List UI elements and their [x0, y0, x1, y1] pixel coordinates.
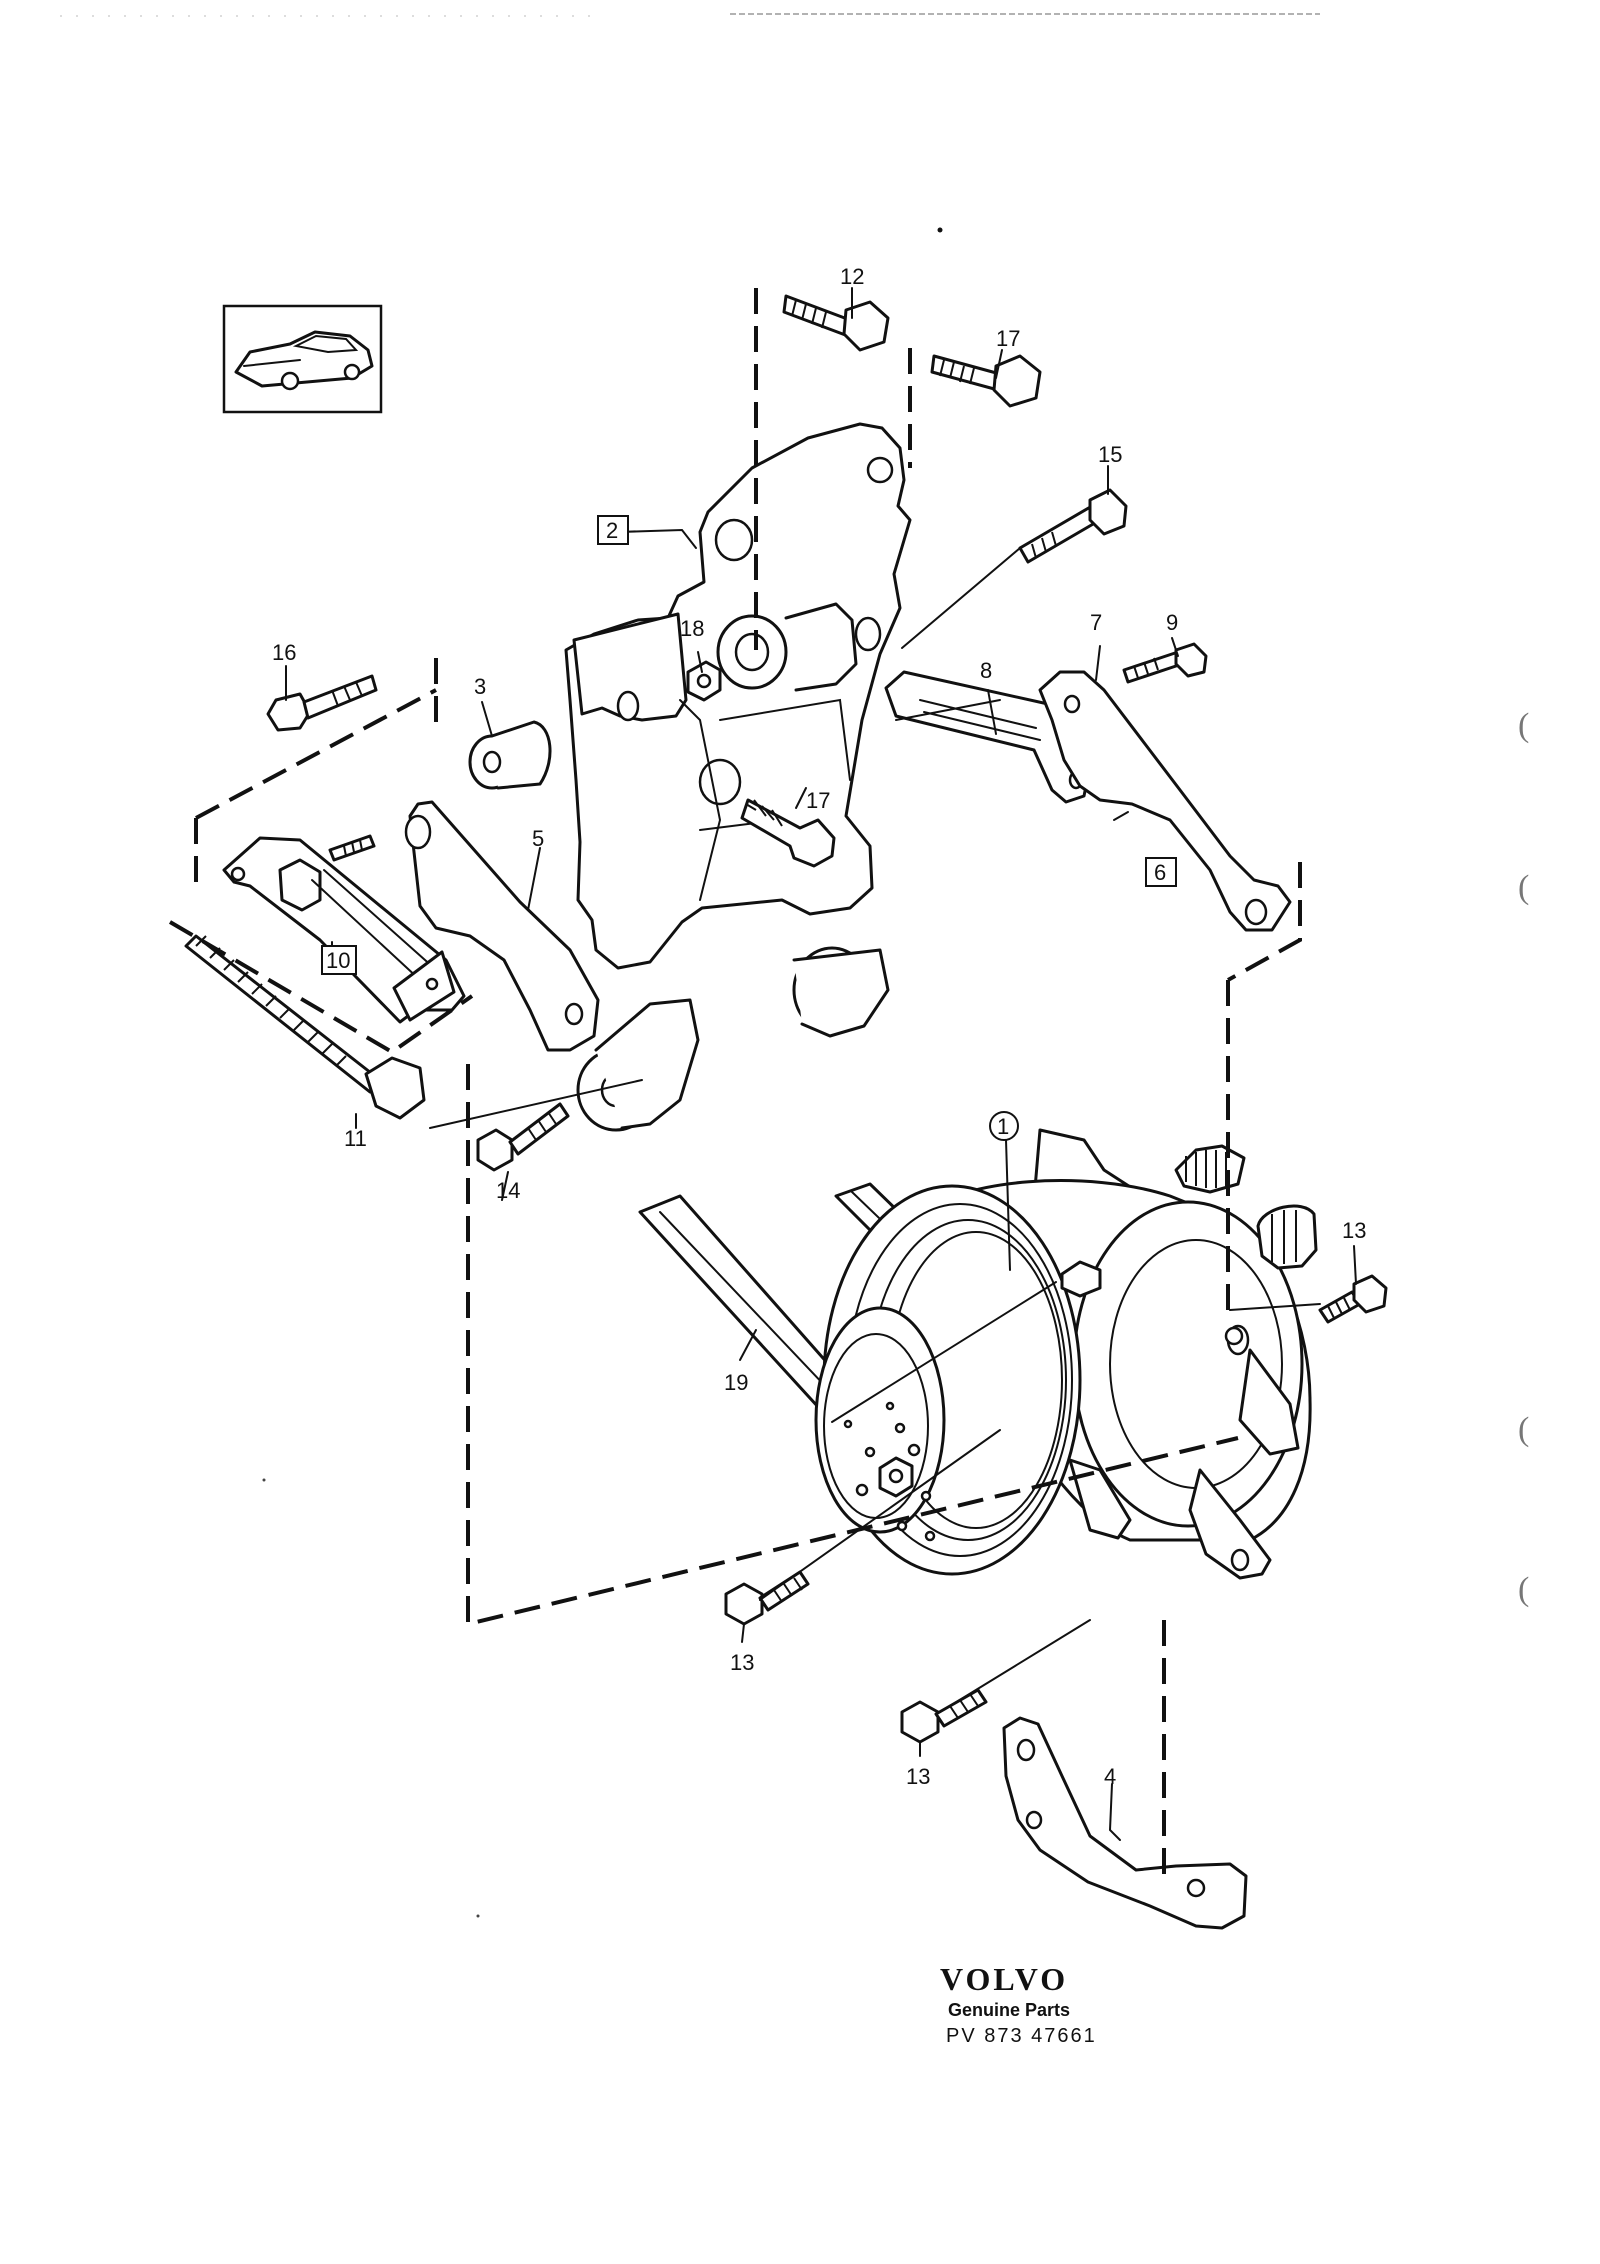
callout-8: 8: [980, 658, 992, 683]
margin-marks: ( ( ( (: [262, 707, 1529, 1918]
bolt-part-17-upper: [930, 354, 1042, 408]
callout-19: 19: [724, 1370, 748, 1395]
callout-18: 18: [680, 616, 704, 641]
brand-logo: VOLVO: [940, 1961, 1068, 1997]
callout-13-lower: 13: [906, 1764, 930, 1789]
bracket-part-7: [1038, 670, 1292, 932]
callout-13-right: 13: [1342, 1218, 1366, 1243]
footer-subtitle: Genuine Parts: [948, 2000, 1070, 2020]
callout-6-box: [1145, 857, 1177, 887]
callout-14: 14: [496, 1178, 520, 1203]
callout-10-box: [321, 945, 357, 975]
bolt-part-16: [266, 674, 378, 732]
callout-3: 3: [474, 674, 486, 699]
margin-paren-4: (: [1518, 1571, 1529, 1608]
car-thumbnail-icon: [222, 304, 383, 414]
bolt-part-13-front: [724, 1570, 810, 1626]
callout-16: 16: [272, 640, 296, 665]
callout-2-box: [597, 515, 629, 545]
callout-7: 7: [1090, 610, 1102, 635]
bolt-part-11: [184, 934, 426, 1120]
callout-6: 6: [1154, 860, 1166, 885]
bolt-part-12: [782, 294, 890, 352]
margin-paren-2: (: [1518, 869, 1529, 906]
bolt-part-14: [476, 1102, 570, 1172]
callout-17-lower: 17: [806, 788, 830, 813]
footer-block: VOLVO Genuine Parts PV 873 47661: [940, 1961, 1097, 2047]
adjusting-bracket-part-10: [222, 834, 466, 1024]
link-part-5: [404, 800, 600, 1052]
callout-15: 15: [1098, 442, 1122, 467]
margin-paren-1: (: [1518, 707, 1529, 744]
assembly-guide-lines: [168, 288, 1321, 1886]
part-number: PV 873 47661: [946, 2025, 1097, 2047]
bolt-part-13-lower: [900, 1688, 988, 1744]
callout-13-front: 13: [730, 1650, 754, 1675]
ac-compressor-part-1: [814, 1128, 1318, 1580]
bolt-part-17-lower: [740, 798, 836, 868]
bolt-part-9: [1122, 642, 1208, 684]
adjusting-plate-part-8: [884, 670, 1090, 804]
callout-labels: 12 17 15 2 18 16 3 5 10 11 14 17 7 9 8 6…: [272, 264, 1366, 1789]
callout-17-upper: 17: [996, 326, 1020, 351]
callout-5: 5: [532, 826, 544, 851]
margin-paren-3: (: [1518, 1411, 1529, 1448]
callout-12: 12: [840, 264, 864, 289]
callout-1-circle: [989, 1111, 1019, 1141]
callout-10: 10: [326, 948, 350, 973]
bracket-part-4: [1002, 1716, 1248, 1930]
bolt-part-13-right: [1318, 1274, 1388, 1324]
callout-leaders: [285, 287, 1357, 1841]
callout-4: 4: [1104, 1764, 1116, 1789]
scan-top-edge: [60, 13, 1320, 233]
main-bracket-part-2: [564, 422, 912, 1132]
callout-2: 2: [606, 518, 618, 543]
callout-1: 1: [997, 1114, 1009, 1139]
nut-part-18: [686, 660, 722, 702]
bushing-part-3: [468, 720, 552, 790]
callout-11: 11: [344, 1126, 367, 1151]
bolt-part-15: [1018, 488, 1128, 564]
callout-9: 9: [1166, 610, 1178, 635]
